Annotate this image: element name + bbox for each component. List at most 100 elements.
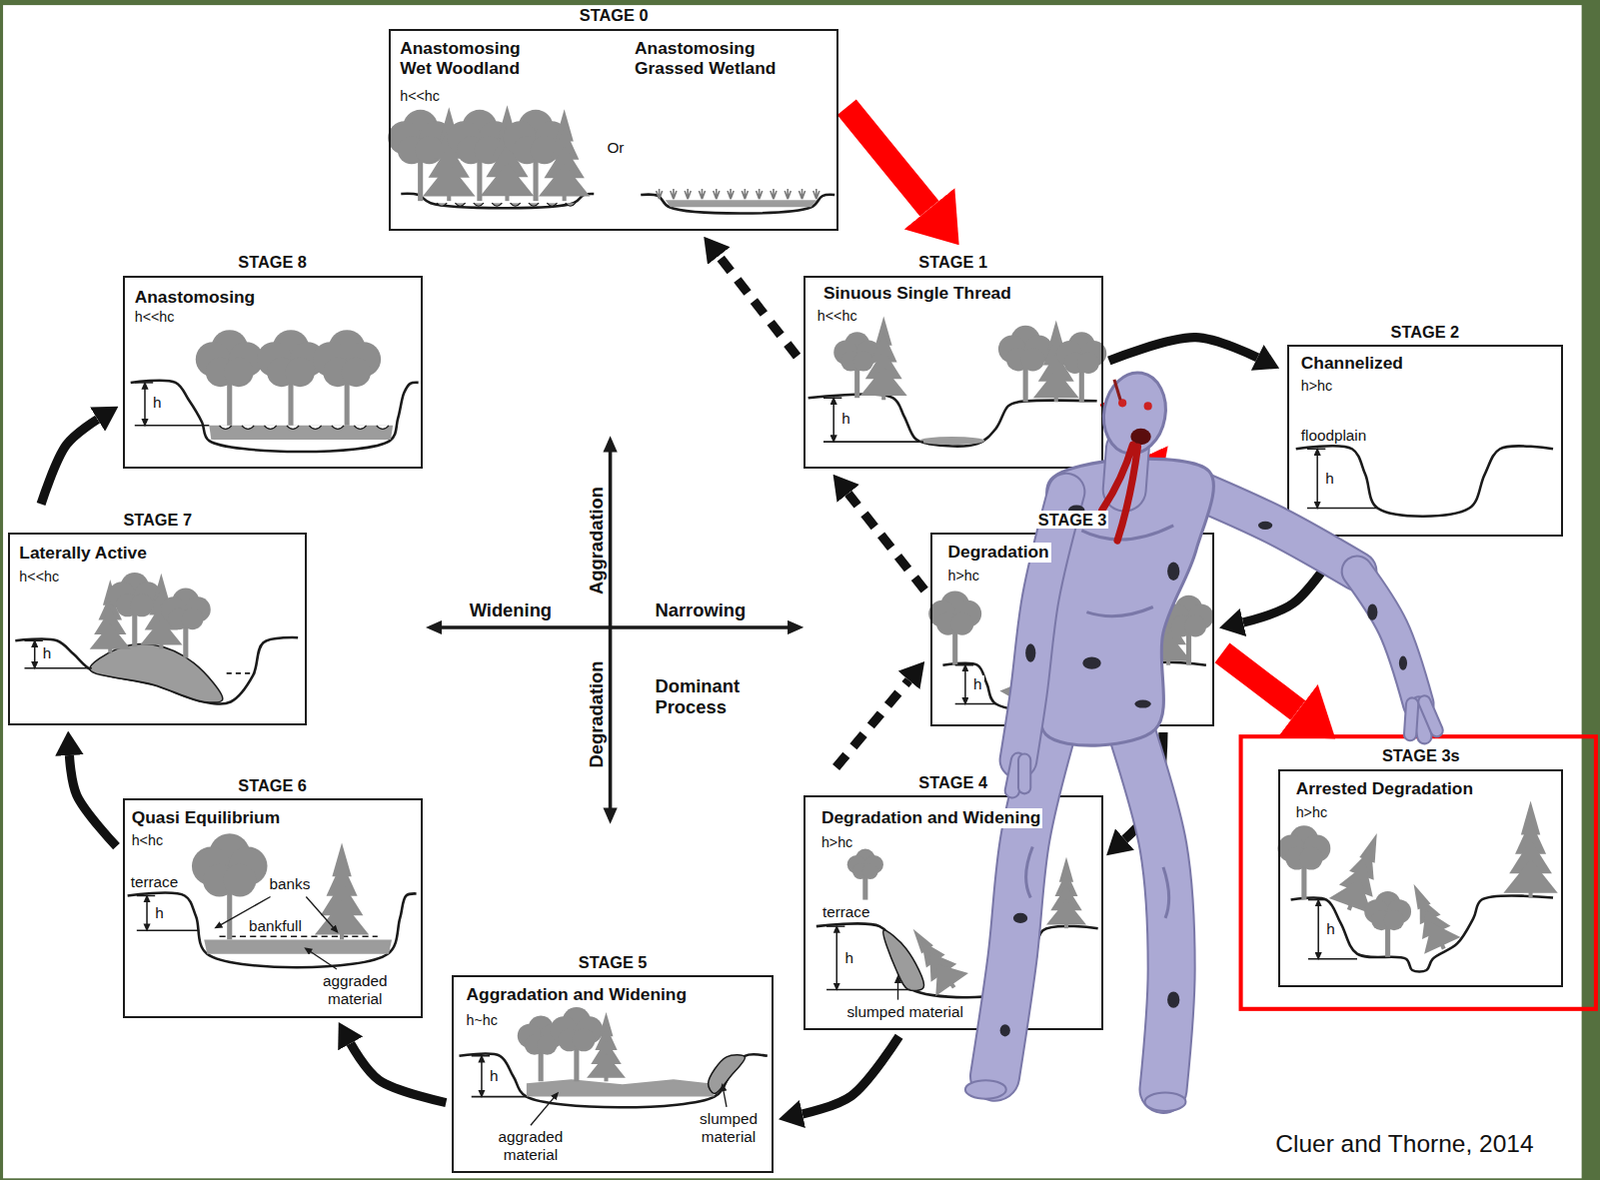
stage-text: Laterally Active: [16, 543, 149, 564]
leader-line: [305, 949, 337, 970]
zombie-spot: [1082, 657, 1101, 670]
stage-text: h>hc: [946, 567, 982, 584]
process-axis: [608, 440, 613, 820]
tree: [847, 849, 884, 901]
height-tick: [955, 703, 997, 706]
zombie-spot: [1134, 699, 1151, 708]
citation: Cluer and Thorne, 2014: [1273, 1130, 1536, 1159]
grass-tuft: [656, 188, 663, 199]
height-tick: [1308, 958, 1358, 961]
tree: [1364, 891, 1412, 958]
stage-heading: STAGE 4: [916, 773, 990, 793]
height-tick: [1307, 507, 1378, 510]
stage-text: Anastomosing Wet Woodland: [397, 38, 541, 79]
stage-text: Or: [604, 138, 626, 157]
zombie-blood: [1102, 444, 1139, 541]
grass-tuft: [798, 188, 805, 199]
stage-text: h: [839, 409, 853, 428]
text-holder: Cluer and Thorne, 2014: [1273, 1130, 1536, 1159]
leader-line: [897, 977, 899, 1000]
stage-text: aggraded material: [488, 1128, 573, 1164]
leader-line: [530, 1094, 558, 1127]
stage-text: h: [150, 393, 164, 412]
channel-profile: [1296, 445, 1554, 517]
text-holder: Anastomosing Grassed Wetland: [632, 38, 807, 79]
channel-profile: [14, 637, 298, 704]
stage-text: h>hc: [819, 834, 855, 851]
main-path-arrow: [846, 106, 930, 209]
conifer-tree: [860, 316, 908, 401]
height-arrow: [1316, 449, 1319, 507]
text-holder: h<<hc: [132, 308, 177, 325]
stage-text: terrace: [128, 873, 181, 892]
stage-box: STAGE 4Degradation and Wideningh>hcterra…: [803, 773, 1104, 1031]
channel-profile: [816, 923, 1099, 998]
process-label: Dominant Process: [652, 675, 765, 718]
height-arrow: [145, 896, 148, 930]
stage-heading: STAGE 8: [235, 252, 309, 272]
text-holder: h: [971, 675, 985, 694]
sequence-arrow: [40, 419, 98, 505]
grass-tuft: [684, 188, 691, 199]
stage-text: floodplain: [1299, 426, 1370, 445]
grass-tuft: [670, 188, 677, 199]
zombie-spot: [1068, 504, 1085, 515]
anabranch: [565, 202, 576, 206]
leader-line: [305, 896, 337, 932]
text-holder: floodplain: [1299, 426, 1370, 445]
text-holder: h>hc: [1294, 804, 1330, 821]
stage-text: terrace: [820, 903, 873, 922]
height-tick: [1308, 899, 1327, 902]
zombie-spot: [1367, 603, 1378, 620]
stage-heading: STAGE 1: [916, 252, 990, 272]
text-holder: h<<hc: [16, 568, 61, 585]
stage-text: Degradation: [946, 542, 1052, 563]
dashed-arrow: [836, 680, 910, 768]
anabranch: [473, 202, 484, 206]
grass-tuft: [770, 188, 777, 199]
box-outline: [1278, 769, 1564, 989]
stage-heading: STAGE 2: [1389, 322, 1463, 342]
sequence-arrow: [350, 1043, 447, 1103]
main-path-arrow: [1222, 652, 1299, 711]
stage-text: h: [40, 644, 54, 663]
text-holder: h<hc: [129, 832, 165, 849]
stage-text: h<<hc: [815, 307, 860, 324]
grass-tuft: [713, 188, 720, 199]
dashed-arrow: [718, 255, 797, 357]
zombie-eye: [1144, 401, 1153, 410]
zombie-foot: [1145, 1093, 1187, 1112]
stage-text: h<<hc: [16, 568, 61, 585]
sequence-arrow: [1109, 337, 1258, 361]
stage-text: h: [1324, 920, 1338, 939]
text-holder: Laterally Active: [16, 543, 149, 564]
sequence-arrow: [68, 755, 116, 847]
stage-text: Sinuous Single Thread: [821, 283, 1014, 304]
height-tick: [24, 639, 43, 642]
text-holder: terrace: [820, 903, 873, 922]
white-panel: [2, 4, 1583, 1179]
anabranch: [491, 202, 502, 206]
text-holder: Quasi Equilibrium: [129, 808, 282, 829]
text-holder: terrace: [128, 873, 181, 892]
height-tick: [136, 895, 155, 898]
sediment-fill: [526, 1079, 715, 1097]
height-arrow: [143, 383, 146, 425]
anabranch: [353, 425, 366, 430]
stage-text: h: [487, 1067, 501, 1086]
tree: [928, 590, 982, 665]
zombie-spot: [1167, 562, 1180, 581]
height-tick: [471, 1096, 527, 1099]
anabranch: [510, 202, 521, 206]
text-holder: STAGE 5: [576, 953, 650, 973]
zombie-limb: [1410, 704, 1413, 736]
zombie-limb: [1424, 701, 1437, 731]
zombie-outline: [1017, 760, 1032, 789]
stage-text: h~hc: [464, 1012, 500, 1029]
height-tick: [134, 424, 210, 427]
grass-tuft: [741, 188, 748, 199]
text-holder: h<<hc: [815, 307, 860, 324]
zombie-limb: [1192, 487, 1358, 572]
channel-profile: [808, 394, 1098, 447]
